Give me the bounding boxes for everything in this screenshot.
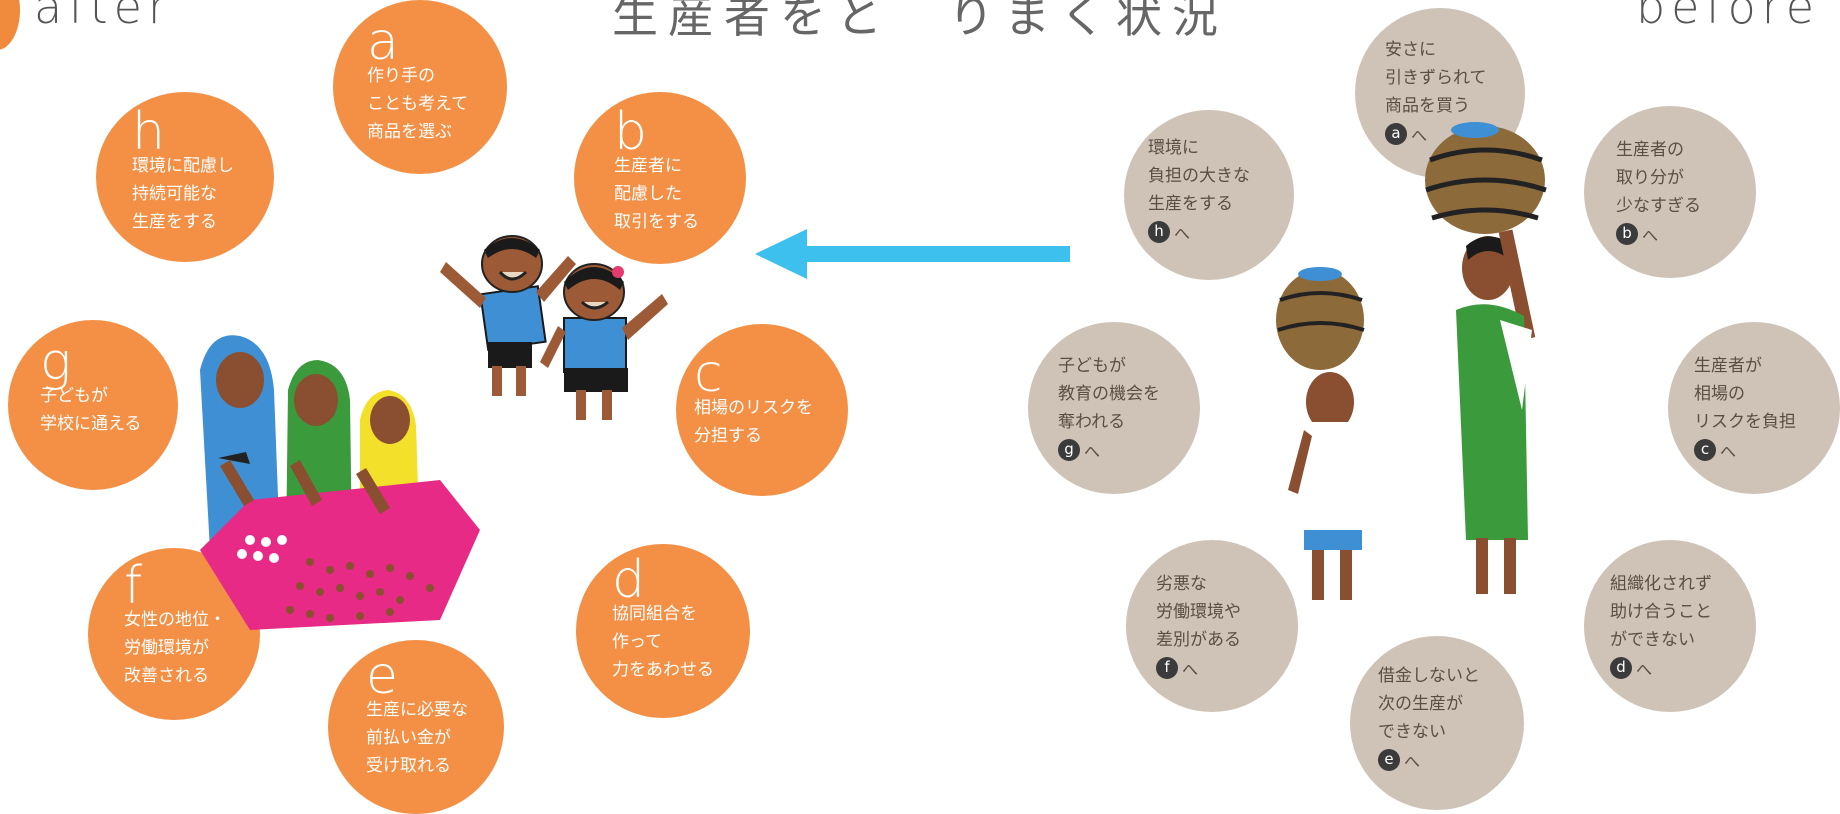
- before-item-text: 子どもが 教育の機会を 奪われる: [1058, 356, 1160, 432]
- ref-letter-badge: a: [1385, 123, 1407, 145]
- after-item-c: c 相場のリスクを 分担する: [676, 324, 848, 496]
- ref-letter-badge: f: [1156, 657, 1178, 679]
- after-item-a: a 作り手の ことも考えて 商品を選ぶ: [333, 0, 507, 174]
- ref-letter-badge: d: [1610, 657, 1632, 679]
- after-item-text: 相場のリスクを 分担する: [694, 398, 813, 446]
- after-item-letter: g: [40, 332, 72, 392]
- after-item-letter: d: [612, 550, 646, 610]
- women-sorting-beans-illustration: [200, 335, 480, 630]
- after-item-h: h 環境に配慮し 持続可能な 生産をする: [96, 92, 274, 262]
- after-item-text: 女性の地位・ 労働環境が 改善される: [124, 610, 226, 686]
- ref-letter-badge: h: [1148, 221, 1170, 243]
- page-title: 生産者をと りまく状況: [612, 0, 1228, 43]
- after-item-letter: c: [694, 344, 723, 404]
- before-item-text: 生産者が 相場の リスクを負担: [1694, 356, 1796, 432]
- ref-letter-badge: e: [1378, 749, 1400, 771]
- after-heading: after: [34, 0, 173, 34]
- before-item-text: 借金しないと 次の生産が できない: [1378, 666, 1480, 742]
- ref-suffix: へ: [1636, 660, 1653, 679]
- after-item-letter: h: [132, 102, 165, 162]
- direction-arrow-icon: [755, 229, 1070, 279]
- ref-suffix: へ: [1411, 126, 1428, 145]
- before-item-text: 組織化されず 助け合うこと ができない: [1610, 574, 1712, 650]
- after-item-letter: f: [124, 556, 143, 616]
- before-item-text: 安さに 引きずられて 商品を買う: [1385, 40, 1487, 116]
- after-item-text: 生産に必要な 前払い金が 受け取れる: [366, 700, 468, 776]
- women-carrying-pots-illustration: [1276, 122, 1547, 600]
- after-item-d: d 協同組合を 作って 力をあわせる: [576, 544, 750, 718]
- after-item-letter: b: [614, 102, 648, 162]
- ref-suffix: へ: [1642, 226, 1659, 245]
- after-item-text: 生産者に 配慮した 取引をする: [614, 156, 699, 232]
- before-item-text: 劣悪な 労働環境や 差別がある: [1156, 574, 1241, 650]
- before-heading: before: [1635, 0, 1820, 34]
- ref-suffix: へ: [1084, 442, 1101, 461]
- ref-suffix: へ: [1404, 752, 1421, 771]
- after-item-e: e 生産に必要な 前払い金が 受け取れる: [328, 640, 504, 814]
- ref-suffix: へ: [1182, 660, 1199, 679]
- after-item-b: b 生産者に 配慮した 取引をする: [574, 92, 746, 264]
- after-item-g: g 子どもが 学校に通える: [8, 320, 178, 490]
- after-item-text: 環境に配慮し 持続可能な 生産をする: [132, 156, 234, 232]
- ref-letter-badge: c: [1694, 439, 1716, 461]
- after-item-text: 作り手の ことも考えて 商品を選ぶ: [367, 66, 469, 142]
- after-item-text: 子どもが 学校に通える: [40, 386, 142, 434]
- children-waving-illustration: [440, 235, 668, 420]
- ref-suffix: へ: [1174, 224, 1191, 243]
- ref-letter-badge: b: [1616, 223, 1638, 245]
- before-item-text: 環境に 負担の大きな 生産をする: [1148, 138, 1250, 214]
- before-item-text: 生産者の 取り分が 少なすぎる: [1616, 140, 1701, 216]
- after-item-letter: a: [367, 12, 399, 72]
- ref-letter-badge: g: [1058, 439, 1080, 461]
- after-item-letter: e: [366, 646, 398, 706]
- ref-suffix: へ: [1720, 442, 1737, 461]
- after-item-text: 協同組合を 作って 力をあわせる: [612, 604, 714, 680]
